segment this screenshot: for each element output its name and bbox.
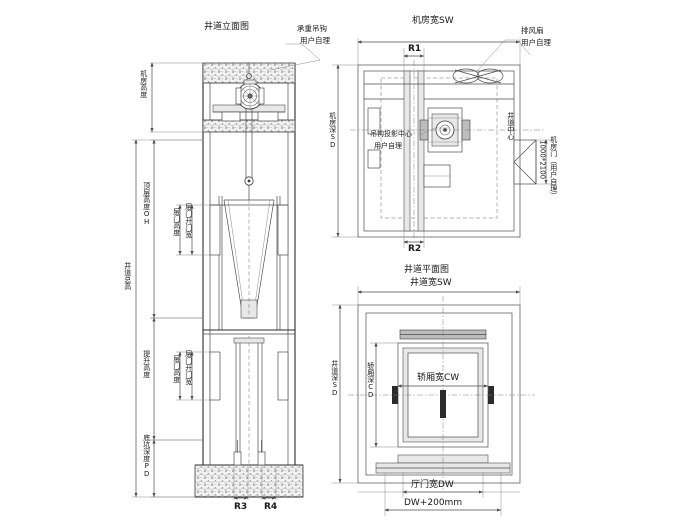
dim-r4: R4 [264, 502, 278, 512]
dim-machine-room-depth: 机房深SD [328, 112, 337, 149]
dim-landing-door-width-lower: 层门开门宽 [184, 350, 193, 385]
dim-car-depth-cd: 轿厢深CD [366, 362, 375, 399]
dim-landing-door-width-upper: 层门开门宽 [184, 203, 193, 238]
dim-r1: R1 [408, 44, 422, 54]
dim-shaft-depth-sd: 井道深SD [330, 360, 339, 397]
shaft-plan-geometry [332, 286, 535, 516]
callout-exhaust-fan-line2: 用户自理 [521, 38, 551, 47]
dim-travel-height: 提升高度 [142, 350, 151, 378]
dim-pit-depth-pd: 底坑深度PD [142, 434, 151, 478]
dim-shaft-width-sw: 井道宽SW [410, 278, 452, 288]
dim-r2: R2 [408, 244, 422, 254]
elevation-view-title: 井道立面图 [204, 22, 250, 32]
callout-bearing-hook-line1: 承重吊钩 [297, 24, 327, 33]
elevation-view-geometry [132, 43, 321, 500]
car-assembly-lower [233, 336, 265, 465]
callout-exhaust-fan-line1: 排风扇 [521, 26, 544, 35]
traction-machine [235, 79, 265, 110]
callout-hook-center-line2: 用户自理 [374, 142, 402, 150]
machine-room-width-title: 机房宽SW [412, 16, 454, 26]
car-assembly-upper [218, 185, 281, 330]
label-shaft-center: 井道中心 [506, 112, 515, 140]
callout-hook-center-line1: 吊钩投影中心 [370, 130, 412, 138]
dim-top-floor-height-oh: 顶层高度OH [142, 182, 151, 226]
hook-projection-center [350, 60, 545, 240]
dim-shaft-total-height: 井道总高 [123, 262, 132, 290]
dim-car-width-cw: 轿厢宽CW [417, 373, 460, 383]
dim-machine-room-height: 机房高度 [139, 70, 148, 98]
shaft-plan-title: 井道平面图 [404, 265, 450, 275]
callout-machine-room-door: 机房门（用户自理） [549, 136, 558, 199]
dim-landing-door-height-lower: 层门高度 [172, 355, 181, 383]
exhaust-fan-symbol [452, 68, 504, 84]
dim-door-opening-total: DW+200mm [404, 498, 463, 508]
dim-landing-door-height-upper: 层门高度 [172, 208, 181, 236]
machine-room-door-symbol [513, 139, 537, 185]
machine-room-plan-geometry [332, 38, 552, 248]
callout-machine-room-door-size: 1000*2100 [538, 140, 547, 180]
dim-hall-door-width-dw: 厅门宽DW [411, 480, 454, 490]
callout-bearing-hook-line2: 用户自理 [300, 36, 330, 45]
dim-r3: R3 [234, 502, 248, 512]
